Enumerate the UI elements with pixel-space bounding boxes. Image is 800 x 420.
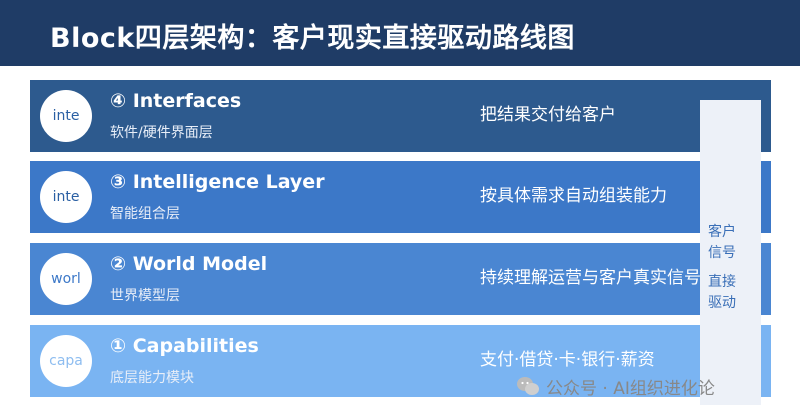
layer-subtitle: 世界模型层 bbox=[110, 288, 180, 304]
layer-name: ① Capabilities bbox=[110, 335, 259, 357]
layer-description: 持续理解运营与客户真实信号 bbox=[480, 268, 701, 288]
customer-signal-panel: 客户 信号 直接 驱动 bbox=[700, 100, 761, 405]
layer-world-model: worl ② World Model 世界模型层 持续理解运营与客户真实信号 bbox=[30, 243, 771, 315]
side-label-line: 驱动 bbox=[708, 295, 736, 311]
layer-description: 按具体需求自动组装能力 bbox=[480, 186, 667, 206]
layer-subtitle: 软件/硬件界面层 bbox=[110, 125, 213, 141]
layer-subtitle: 智能组合层 bbox=[110, 206, 180, 222]
layer-icon-circle: capa bbox=[40, 335, 92, 387]
layer-capabilities: capa ① Capabilities 底层能力模块 支付·借贷·卡·银行·薪资 bbox=[30, 325, 771, 397]
layer-icon-circle: worl bbox=[40, 253, 92, 305]
layer-icon-circle: inte bbox=[40, 171, 92, 223]
layer-description: 把结果交付给客户 bbox=[480, 105, 616, 125]
wechat-icon bbox=[517, 377, 539, 395]
side-label-line: 直接 bbox=[708, 274, 736, 290]
layer-subtitle: 底层能力模块 bbox=[110, 370, 194, 386]
layer-name: ④ Interfaces bbox=[110, 90, 242, 112]
layer-description: 支付·借贷·卡·银行·薪资 bbox=[480, 350, 655, 370]
layer-icon-circle: inte bbox=[40, 90, 92, 142]
watermark: 公众号 · AI组织进化论 bbox=[516, 374, 715, 399]
layer-interfaces: inte ④ Interfaces 软件/硬件界面层 把结果交付给客户 bbox=[30, 80, 771, 152]
layer-name: ② World Model bbox=[110, 253, 268, 275]
side-label-direct-drive: 直接 驱动 bbox=[708, 272, 736, 314]
side-label-customer-signal: 客户 信号 bbox=[708, 222, 736, 264]
side-label-line: 信号 bbox=[708, 245, 736, 261]
watermark-text: 公众号 · AI组织进化论 bbox=[546, 378, 715, 399]
side-label-line: 客户 bbox=[708, 224, 736, 240]
layer-intelligence: inte ③ Intelligence Layer 智能组合层 按具体需求自动组… bbox=[30, 161, 771, 233]
layer-name: ③ Intelligence Layer bbox=[110, 171, 325, 193]
page-title: Block四层架构：客户现实直接驱动路线图 bbox=[50, 23, 575, 54]
header-bar: Block四层架构：客户现实直接驱动路线图 bbox=[0, 0, 800, 66]
